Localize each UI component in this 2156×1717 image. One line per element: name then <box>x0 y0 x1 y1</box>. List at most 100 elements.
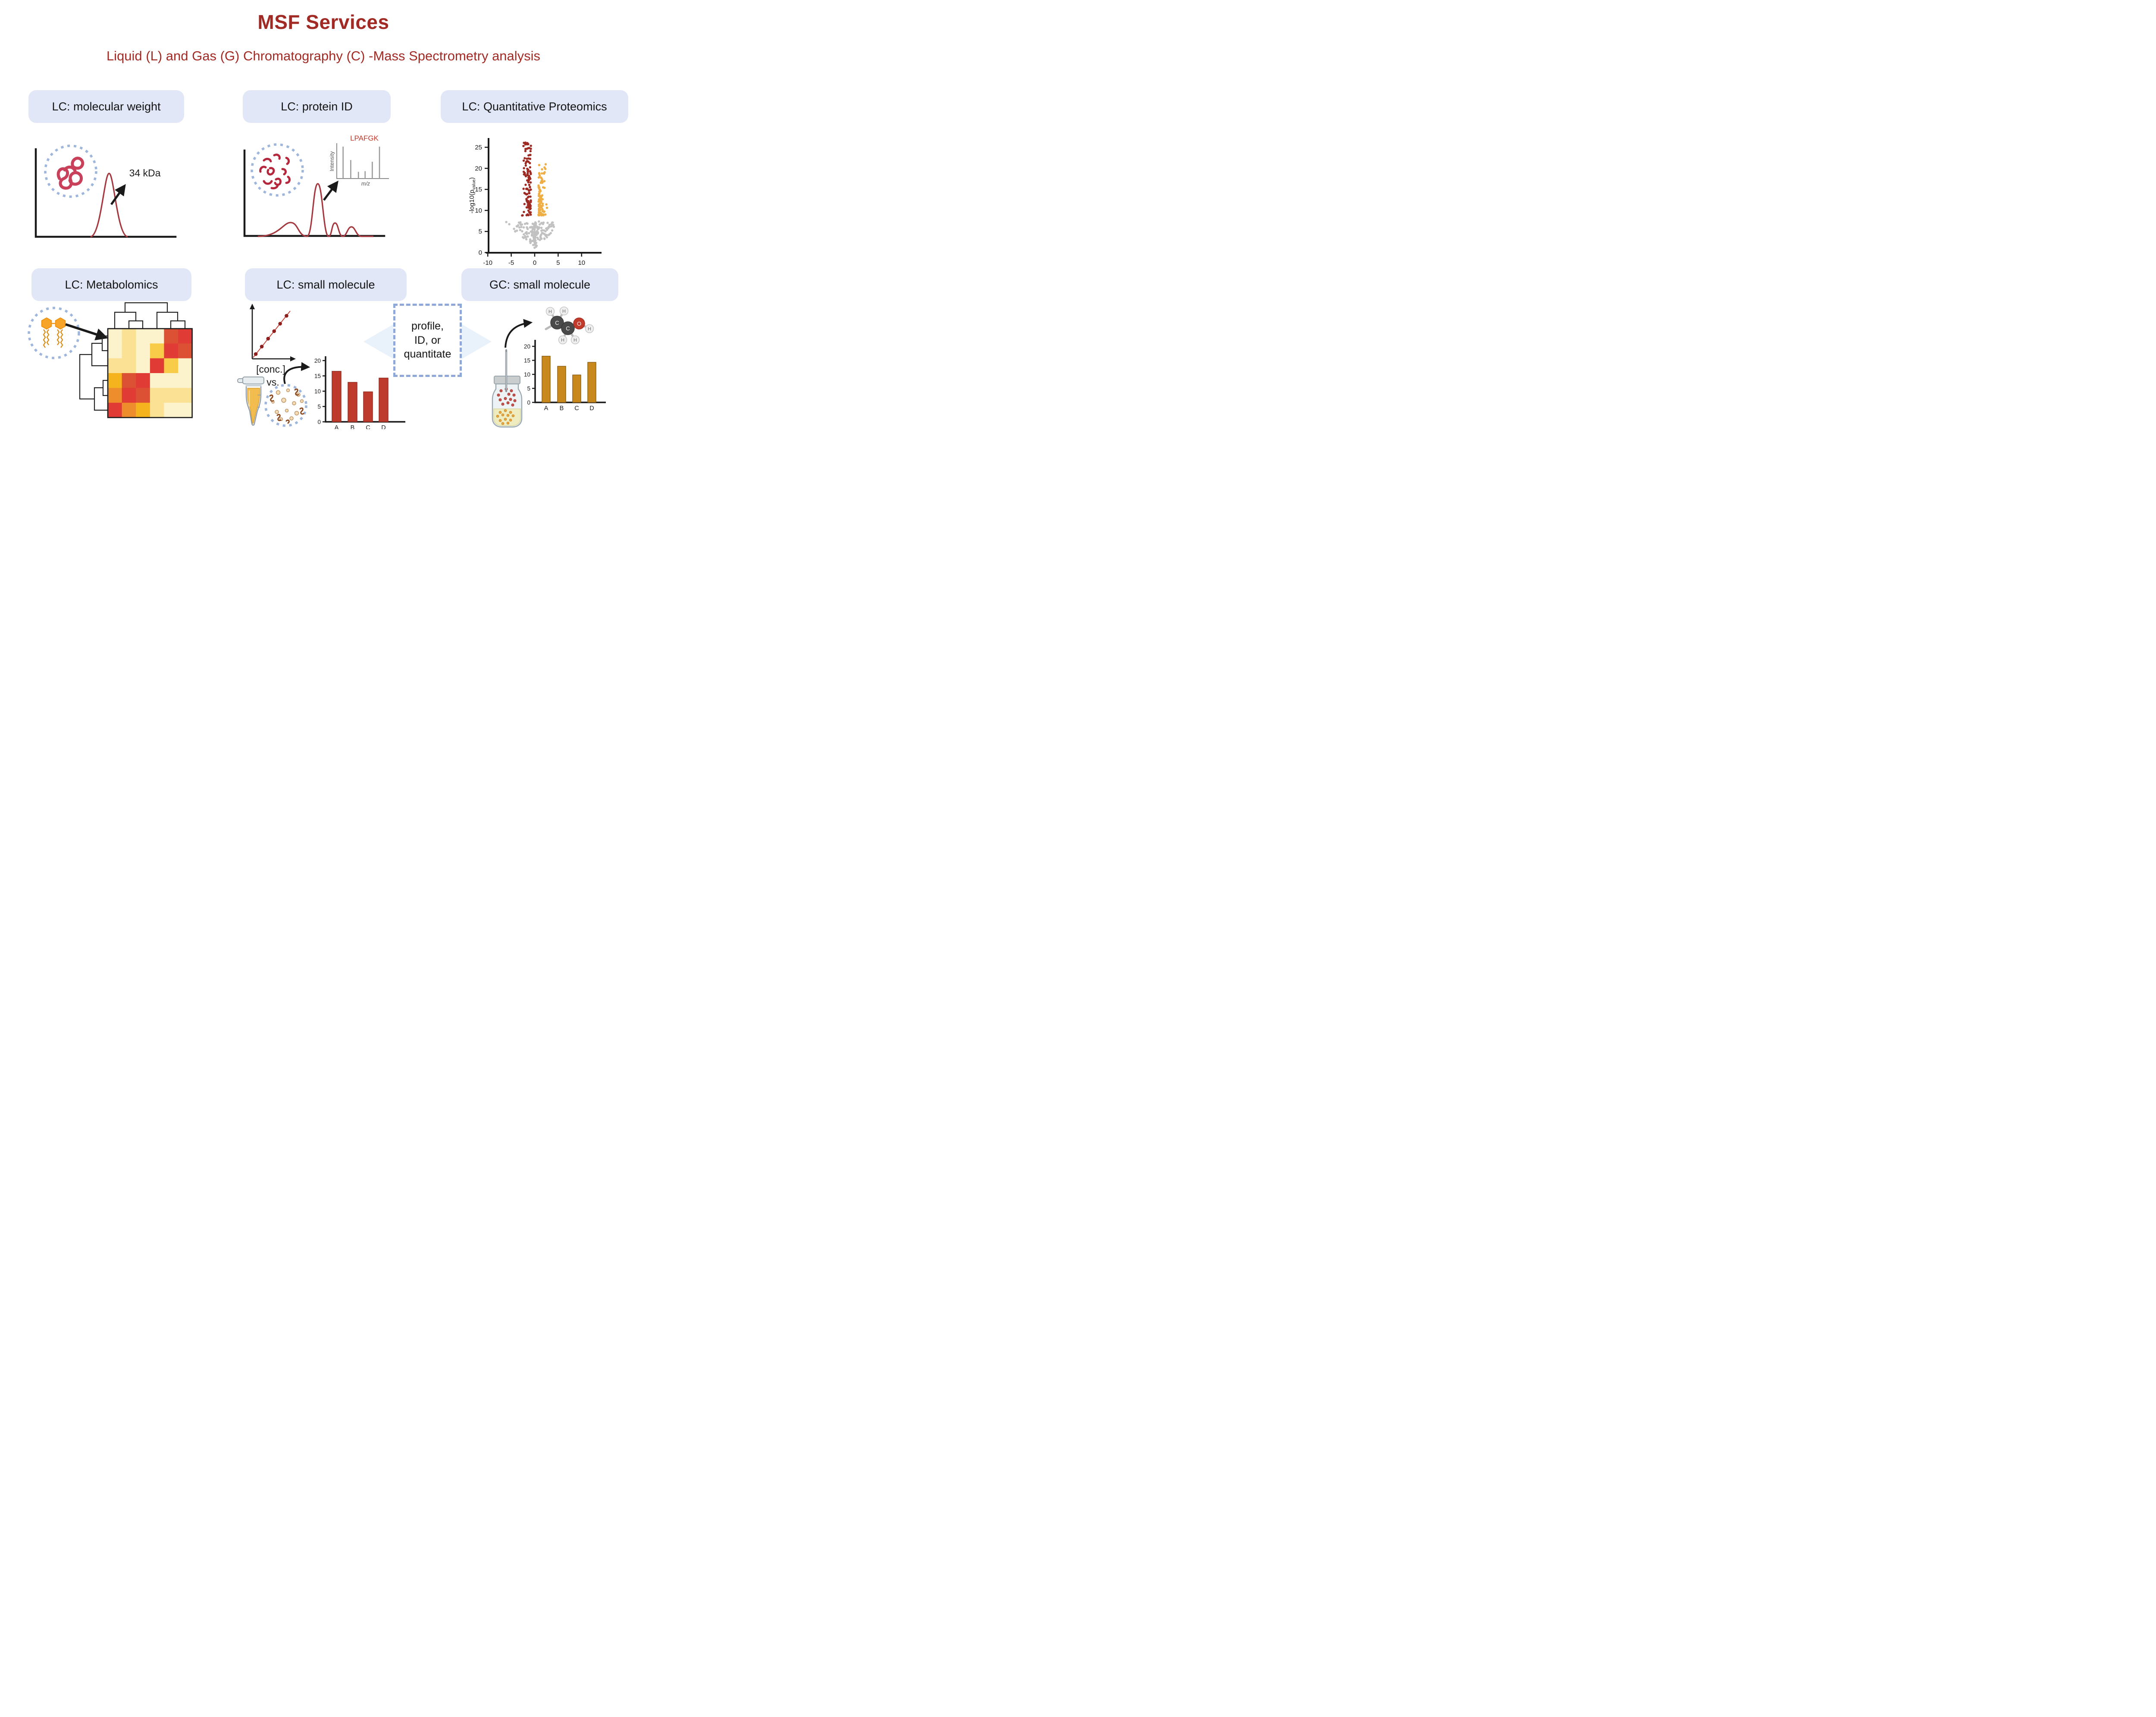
data-point <box>536 226 539 229</box>
data-point <box>537 184 540 187</box>
data-point <box>525 188 528 190</box>
volcano-ylabel-post: ) <box>468 177 476 179</box>
data-point <box>542 229 545 232</box>
data-point <box>540 237 543 240</box>
heatmap-cell <box>136 373 150 388</box>
microcentrifuge-tube-icon <box>237 377 264 426</box>
calibration-point <box>278 322 282 326</box>
calibration-point <box>285 314 288 318</box>
calibration-point <box>260 345 264 348</box>
data-point <box>522 159 525 162</box>
heatmap-cell <box>164 373 179 388</box>
annotation-arrow <box>110 184 126 205</box>
data-point <box>527 195 530 198</box>
data-point <box>529 170 531 173</box>
hydrogen-atom <box>545 307 555 316</box>
data-point <box>523 223 526 225</box>
heatmap-cell <box>122 329 136 344</box>
heatmap-cell <box>178 388 193 403</box>
data-point <box>527 209 530 212</box>
dotted-circle-protein <box>44 144 97 198</box>
data-point <box>536 236 539 239</box>
calibration-point <box>272 329 276 333</box>
vial-to-molecule-arrow <box>505 319 533 348</box>
data-point <box>542 210 545 213</box>
x-tick-label: 0 <box>533 259 536 267</box>
left-arrow-triangle <box>364 324 393 359</box>
data-point <box>545 203 548 206</box>
data-point <box>529 181 532 184</box>
y-tick-label: 10 <box>524 371 530 378</box>
small-molecules-icon <box>269 388 304 424</box>
heatmap-cell <box>164 343 179 359</box>
heatmap-cell <box>178 402 193 418</box>
data-point <box>528 191 530 194</box>
bar-category-label: A <box>335 424 339 429</box>
volcano-ylabel-pre: -log10(p <box>468 190 476 213</box>
y-tick-label: 15 <box>524 358 530 364</box>
bar-category-label: B <box>351 424 355 429</box>
spectrum-ylabel: Intensity <box>329 151 335 171</box>
bar-category-label: D <box>381 424 385 429</box>
y-tick-label: 25 <box>475 144 482 151</box>
data-point <box>548 223 551 226</box>
heatmap-cell <box>122 373 136 388</box>
calibration-y-arrowhead <box>250 304 255 309</box>
data-point <box>539 202 542 205</box>
gas-phase-dots <box>497 387 517 407</box>
bar <box>348 382 357 422</box>
data-point <box>533 246 536 249</box>
data-point <box>523 191 526 195</box>
y-tick-label: 15 <box>314 373 321 380</box>
data-point <box>539 235 542 238</box>
panel-header-lc-quantitative-proteomics: LC: Quantitative Proteomics <box>441 90 628 123</box>
heatmap-border <box>107 328 193 418</box>
heatmap-cell <box>150 402 164 418</box>
ethanol-molecule-icon: C C O H H H H H <box>545 306 594 345</box>
heatmap-cell <box>150 343 164 359</box>
calibration-point <box>254 352 258 356</box>
y-tick-label: 15 <box>475 186 482 193</box>
data-point <box>526 173 529 176</box>
data-point <box>533 222 536 225</box>
y-tick-label: 0 <box>479 249 482 257</box>
data-point <box>541 168 543 171</box>
heatmap-cell <box>164 388 179 403</box>
data-point <box>519 223 522 226</box>
heatmap-cell <box>108 373 122 388</box>
heatmap-cell <box>178 373 193 388</box>
calibration-x-arrowhead <box>290 356 296 361</box>
data-point <box>545 236 548 239</box>
y-tick-label: 20 <box>314 358 321 364</box>
data-point <box>538 173 541 176</box>
hydrogen-label: H <box>561 338 564 343</box>
data-point <box>524 183 527 186</box>
panel-header-gc-small-molecule: GC: small molecule <box>461 268 618 301</box>
data-point <box>529 185 531 188</box>
data-point <box>552 223 555 226</box>
oxygen-atom <box>573 317 585 330</box>
data-point <box>539 196 542 199</box>
heatmap-cell <box>164 329 179 344</box>
data-point <box>548 225 551 228</box>
data-point <box>542 172 545 175</box>
volcano-ylabel: -log10(pvalue) <box>468 177 476 213</box>
gc-vial-icon <box>492 349 523 428</box>
hydrogen-label: H <box>562 309 566 314</box>
data-point <box>523 167 525 170</box>
calibration-point <box>266 336 270 341</box>
x-tick-label: 10 <box>578 259 585 267</box>
x-tick-label: -5 <box>508 259 514 267</box>
heatmap-cell <box>108 329 122 344</box>
heatmap-cell <box>122 343 136 359</box>
data-point <box>528 183 531 186</box>
data-point <box>541 204 544 207</box>
carbon-label: C <box>566 325 570 332</box>
data-point <box>547 234 550 236</box>
data-point <box>538 193 540 195</box>
data-point <box>525 214 528 217</box>
panel-lc-molecular-weight: 34 kDa <box>34 144 177 238</box>
glycolipid-icon <box>41 317 66 348</box>
